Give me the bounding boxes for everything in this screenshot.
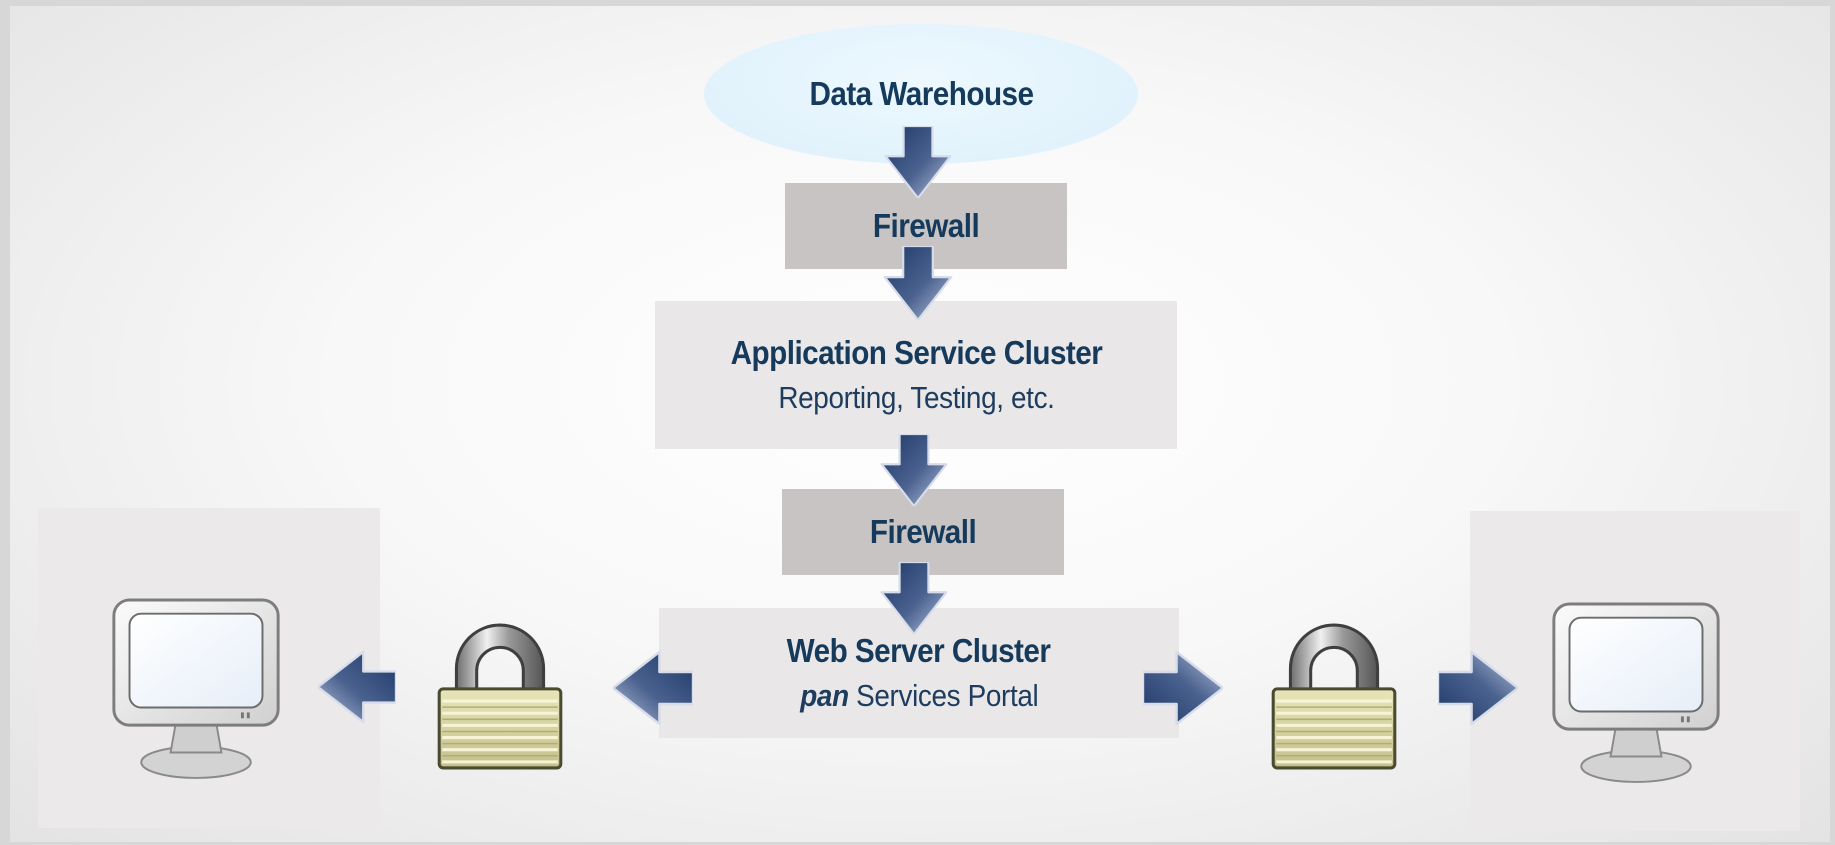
arrow-right-icon [1438,648,1518,728]
monitor-icon [108,592,284,782]
web-cluster-subtitle-rest: Services Portal [848,678,1039,713]
firewall-bottom-label: Firewall [869,513,977,550]
application-service-cluster-node: Application Service Cluster Reporting, T… [655,301,1177,449]
arrow-right-icon [1143,648,1223,728]
web-cluster-title: Web Server Cluster [787,632,1051,669]
arrow-left-icon [318,646,396,728]
firewall-top-label: Firewall [872,207,980,244]
app-cluster-subtitle: Reporting, Testing, etc. [777,380,1055,415]
app-cluster-title: Application Service Cluster [730,334,1102,371]
firewall-bottom-node: Firewall [782,489,1064,575]
arrow-left-icon [613,648,693,728]
diagram-canvas: Data Warehouse Firewall Application Serv… [10,6,1830,842]
web-cluster-subtitle: pan Services Portal [799,678,1039,714]
web-server-cluster-node: Web Server Cluster pan Services Portal [659,608,1179,738]
padlock-icon [1268,620,1400,772]
arrow-down-icon [876,434,952,506]
monitor-icon [1548,596,1724,786]
web-cluster-subtitle-emphasis: pan [799,678,849,713]
arrow-down-icon [880,246,956,320]
padlock-icon [434,620,566,772]
arrow-down-icon [880,126,956,198]
data-warehouse-label: Data Warehouse [808,75,1034,112]
arrow-down-icon [876,562,952,634]
